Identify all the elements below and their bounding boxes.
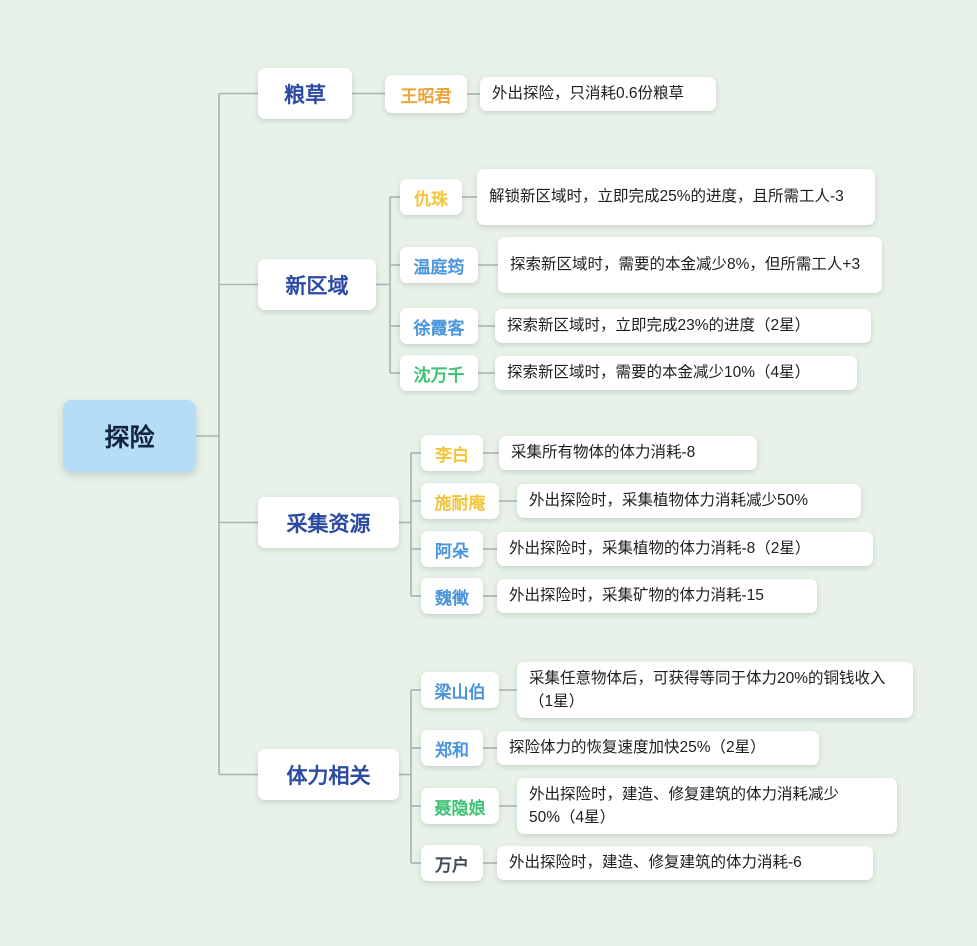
skill-description: 外出探险时，采集植物的体力消耗-8（2星） <box>509 540 811 558</box>
leaf-desc-node[interactable]: 探索新区域时，需要的本金减少8%，但所需工人+3 <box>498 237 882 293</box>
leaf-desc-node[interactable]: 外出探险时，建造、修复建筑的体力消耗减少50%（4星） <box>517 778 897 834</box>
skill-description: 解锁新区域时，立即完成25%的进度，且所需工人-3 <box>489 188 844 206</box>
character-name: 万户 <box>435 855 469 875</box>
leaf-desc-node[interactable]: 外出探险时，采集植物的体力消耗-8（2星） <box>497 532 873 566</box>
leaf-desc-node[interactable]: 探险体力的恢复速度加快25%（2星） <box>497 731 819 765</box>
character-name: 仇珠 <box>414 189 448 209</box>
leaf-name-node[interactable]: 魏徵 <box>421 578 483 614</box>
skill-description: 探索新区域时，立即完成23%的进度（2星） <box>507 317 811 335</box>
leaf-desc-node[interactable]: 外出探险时，采集植物体力消耗减少50% <box>517 484 861 518</box>
character-name: 郑和 <box>435 740 469 760</box>
character-name: 施耐庵 <box>434 493 486 513</box>
root-node-explore[interactable]: 探险 <box>63 400 196 472</box>
leaf-name-node[interactable]: 阿朵 <box>421 531 483 567</box>
branch-label: 粮草 <box>284 83 326 107</box>
leaf-name-node[interactable]: 聂隐娘 <box>421 788 499 824</box>
character-name: 聂隐娘 <box>434 798 486 818</box>
branch-node-food[interactable]: 粮草 <box>258 68 352 119</box>
leaf-name-node[interactable]: 仇珠 <box>400 179 462 215</box>
leaf-desc-node[interactable]: 采集所有物体的体力消耗-8 <box>499 436 757 470</box>
character-name: 李白 <box>435 445 469 465</box>
leaf-name-node[interactable]: 郑和 <box>421 730 483 766</box>
character-name: 魏徵 <box>435 588 469 608</box>
leaf-name-node[interactable]: 梁山伯 <box>421 672 499 708</box>
leaf-desc-node[interactable]: 探索新区域时，立即完成23%的进度（2星） <box>495 309 871 343</box>
character-name: 徐霞客 <box>413 318 465 338</box>
skill-description: 外出探险时，建造、修复建筑的体力消耗减少50%（4星） <box>529 785 840 826</box>
character-name: 阿朵 <box>435 541 469 561</box>
leaf-name-node[interactable]: 王昭君 <box>385 75 467 113</box>
leaf-desc-node[interactable]: 解锁新区域时，立即完成25%的进度，且所需工人-3 <box>477 169 875 225</box>
leaf-name-node[interactable]: 温庭筠 <box>400 247 478 283</box>
skill-description: 外出探险时，采集矿物的体力消耗-15 <box>509 587 764 605</box>
skill-description: 外出探险时，采集植物体力消耗减少50% <box>529 492 809 510</box>
leaf-desc-node[interactable]: 外出探险，只消耗0.6份粮草 <box>480 77 716 111</box>
character-name: 温庭筠 <box>413 257 465 277</box>
leaf-name-node[interactable]: 沈万千 <box>400 355 478 391</box>
leaf-desc-node[interactable]: 外出探险时，建造、修复建筑的体力消耗-6 <box>497 846 873 880</box>
skill-description: 外出探险时，建造、修复建筑的体力消耗-6 <box>509 854 802 872</box>
leaf-desc-node[interactable]: 探索新区域时，需要的本金减少10%（4星） <box>495 356 857 390</box>
skill-description: 探索新区域时，需要的本金减少8%，但所需工人+3 <box>510 256 861 274</box>
skill-description: 外出探险，只消耗0.6份粮草 <box>492 85 685 103</box>
branch-label: 新区域 <box>285 274 349 298</box>
branch-label: 体力相关 <box>286 764 371 788</box>
skill-description: 探索新区域时，需要的本金减少10%（4星） <box>507 364 811 382</box>
branch-node-new-region[interactable]: 新区域 <box>258 259 376 310</box>
leaf-name-node[interactable]: 万户 <box>421 845 483 881</box>
leaf-name-node[interactable]: 徐霞客 <box>400 308 478 344</box>
branch-label: 采集资源 <box>286 512 371 536</box>
skill-description: 采集任意物体后，可获得等同于体力20%的铜钱收入（1星） <box>529 669 886 710</box>
skill-description: 探险体力的恢复速度加快25%（2星） <box>509 739 766 757</box>
leaf-desc-node[interactable]: 采集任意物体后，可获得等同于体力20%的铜钱收入（1星） <box>517 662 913 718</box>
character-name: 梁山伯 <box>434 682 486 702</box>
root-label: 探险 <box>104 424 155 452</box>
character-name: 王昭君 <box>400 86 452 106</box>
branch-node-stamina[interactable]: 体力相关 <box>258 749 399 800</box>
leaf-name-node[interactable]: 李白 <box>421 435 483 471</box>
branch-node-gather[interactable]: 采集资源 <box>258 497 399 548</box>
skill-description: 采集所有物体的体力消耗-8 <box>511 444 696 462</box>
leaf-desc-node[interactable]: 外出探险时，采集矿物的体力消耗-15 <box>497 579 817 613</box>
character-name: 沈万千 <box>413 365 465 385</box>
leaf-name-node[interactable]: 施耐庵 <box>421 483 499 519</box>
